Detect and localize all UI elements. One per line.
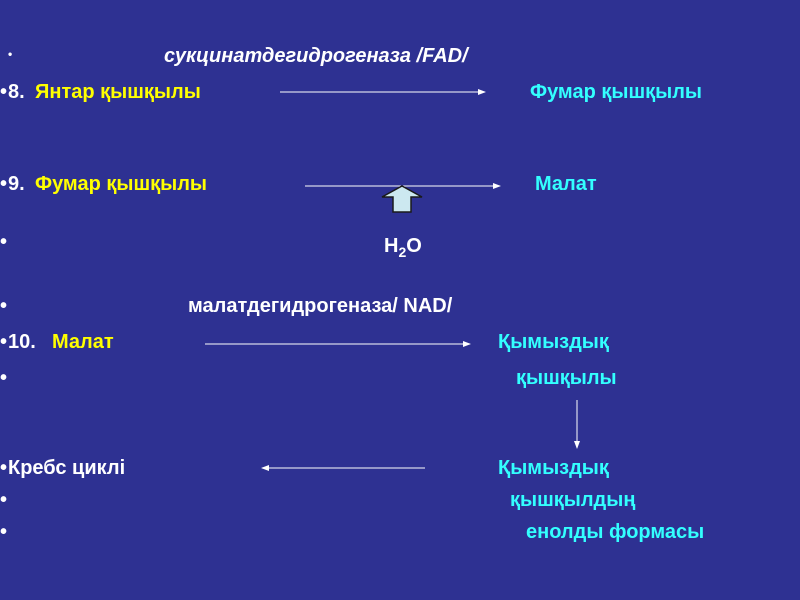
bullet: • <box>0 367 8 389</box>
enzyme-malate-dehydrogenase: малатдегидрогеназа/ NAD/ <box>188 295 453 317</box>
bullet: • <box>0 331 8 353</box>
step-8-product: Фумар қышқылы <box>530 81 702 103</box>
step-10-product-line1: Қымыздық <box>498 331 609 353</box>
water-up-arrow-icon <box>381 185 423 213</box>
bullet: • <box>0 231 8 253</box>
bullet: • <box>8 47 13 61</box>
water-subscript: 2 <box>398 244 407 260</box>
step-8-number: 8. <box>8 81 25 103</box>
enol-form-line3: енолды формасы <box>526 521 705 543</box>
bullet: • <box>0 489 8 511</box>
enzyme-succinate-dehydrogenase: сукцинатдегидрогеназа /FAD/ <box>164 45 468 67</box>
bullet: • <box>0 457 8 479</box>
water-h: H <box>384 235 399 257</box>
step-10-substrate: Малат <box>52 331 114 353</box>
step-9-substrate: Фумар қышқылы <box>35 173 207 195</box>
step-10-number: 10. <box>8 331 36 353</box>
water-o: O <box>406 235 422 257</box>
krebs-cycle-label: Кребс циклі <box>8 457 126 479</box>
step-10-product-line2: қышқылы <box>516 367 617 389</box>
bullet: • <box>0 173 8 195</box>
water-formula: H2O <box>384 234 422 264</box>
step-8-substrate: Янтар қышқылы <box>35 81 201 103</box>
enol-form-line1: Қымыздық <box>498 457 609 479</box>
step-9-number: 9. <box>8 173 25 195</box>
bullet: • <box>0 295 8 317</box>
bullet: • <box>0 521 8 543</box>
step-9-product: Малат <box>535 173 597 195</box>
enol-form-line2: қышқылдың <box>510 489 636 511</box>
bullet: • <box>0 81 8 103</box>
